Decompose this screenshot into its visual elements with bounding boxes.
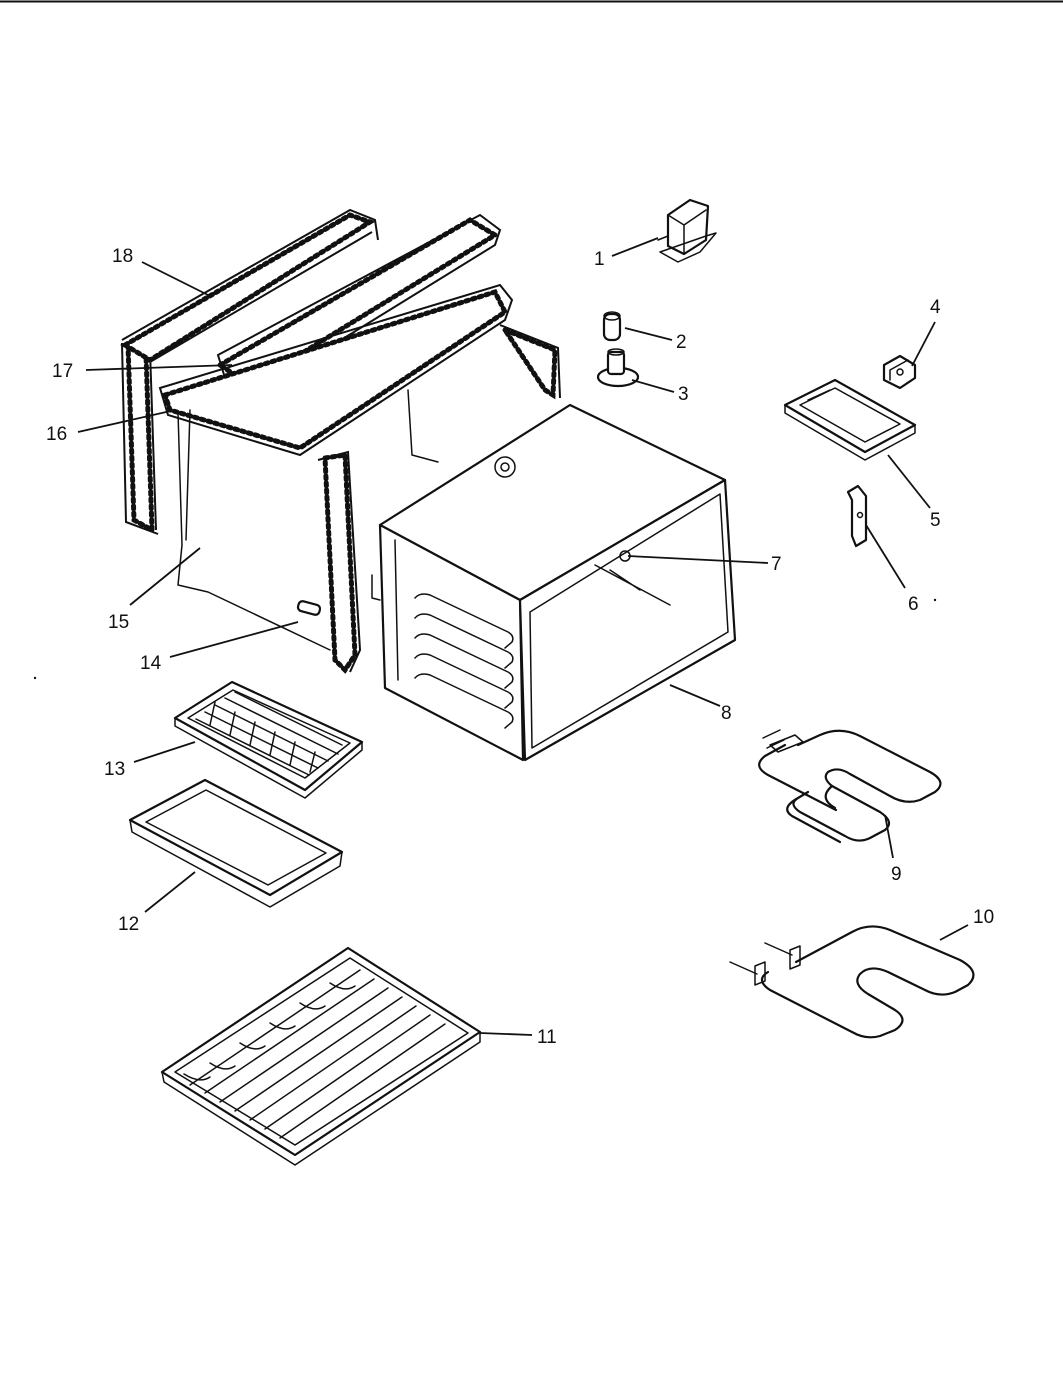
callout-13: 13 <box>104 759 125 780</box>
callout-1: 1 <box>594 249 605 270</box>
part-2-cap <box>602 311 622 342</box>
callout-14: 14 <box>140 653 162 674</box>
callout-17: 17 <box>52 361 73 382</box>
callout-11: 11 <box>537 1027 557 1048</box>
callout-4: 4 <box>930 297 941 318</box>
oven-cavity <box>371 403 737 762</box>
stray-dot <box>933 598 937 602</box>
callout-10: 10 <box>973 907 994 928</box>
callout-8: 8 <box>721 703 732 724</box>
part-1-bracket <box>657 198 717 263</box>
callout-6: 6 <box>908 594 919 615</box>
part-6-bracket <box>846 484 868 548</box>
part-12-broil-pan <box>128 778 344 908</box>
callout-15: 15 <box>108 612 129 633</box>
part-13-broil-grid <box>173 680 364 799</box>
callout-12: 12 <box>118 914 139 935</box>
part-9-bake-element <box>758 729 942 844</box>
callout-7: 7 <box>771 554 782 575</box>
callout-9: 9 <box>891 864 902 885</box>
callout-3: 3 <box>678 384 689 405</box>
part-4-clip <box>882 354 917 390</box>
callout-5: 5 <box>930 510 941 531</box>
grid-slots <box>195 691 343 776</box>
callout-16: 16 <box>46 424 67 445</box>
part-10-broil-element <box>729 925 975 1039</box>
part-5-cover <box>783 378 917 461</box>
stray-dot <box>33 676 37 680</box>
part-11-oven-rack <box>160 946 482 1166</box>
insulation-wrap <box>120 208 561 674</box>
callout-labels: 1 2 3 4 5 6 7 8 9 10 11 12 13 14 15 16 1… <box>46 246 994 1048</box>
callout-2: 2 <box>676 332 687 353</box>
part-3-socket <box>596 348 640 388</box>
leader-lines <box>77 237 969 1036</box>
callout-18: 18 <box>112 246 133 267</box>
